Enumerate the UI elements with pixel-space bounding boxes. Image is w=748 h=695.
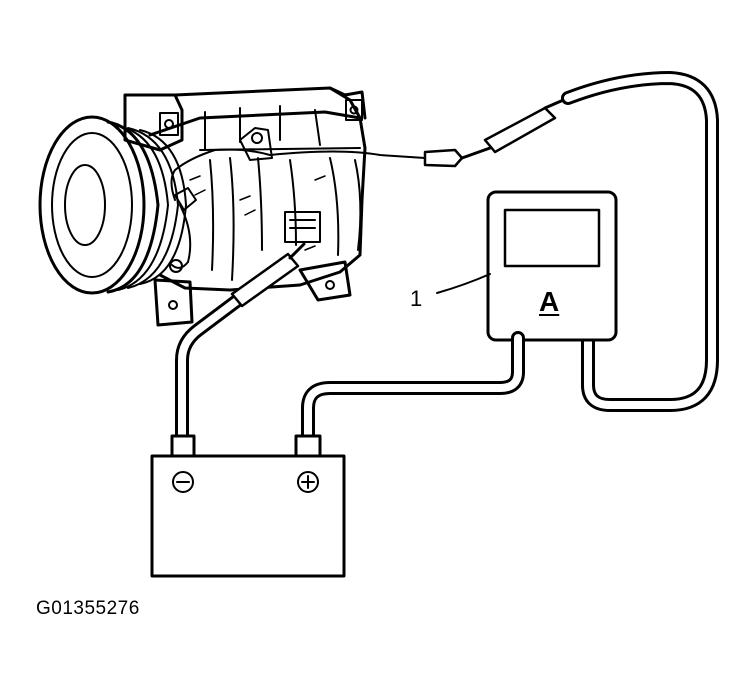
battery-negative-symbol xyxy=(172,471,194,493)
battery-positive-terminal xyxy=(294,434,322,458)
battery-negative-terminal xyxy=(170,434,196,458)
callout-label-1: 1 xyxy=(410,286,423,311)
compressor-pulley xyxy=(38,115,146,295)
ground-lead xyxy=(175,242,306,442)
callout-leader-1 xyxy=(436,273,491,294)
battery-positive-symbol xyxy=(297,471,319,493)
battery xyxy=(150,434,346,578)
ammeter-positive-lead xyxy=(561,71,719,412)
clutch-lead xyxy=(269,96,570,168)
compressor xyxy=(38,86,367,327)
ammeter-unit-letter: A xyxy=(539,286,560,317)
ammeter-display xyxy=(503,208,601,268)
ammeter xyxy=(486,190,618,342)
ammeter-battery-lead xyxy=(301,331,525,442)
figure-code: G01355276 xyxy=(36,598,140,619)
